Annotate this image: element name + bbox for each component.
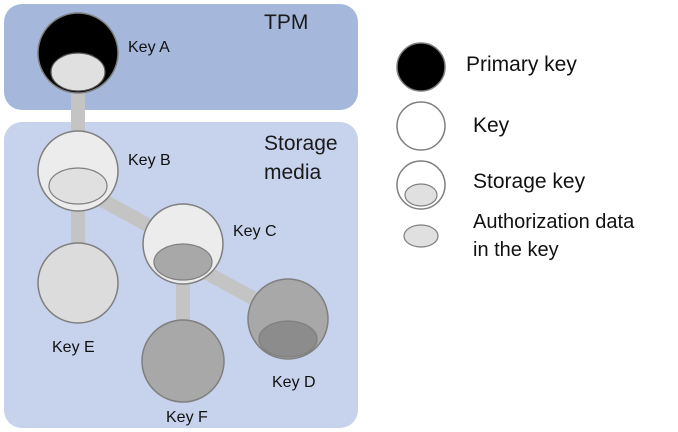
legend-authorization-data-icon [403,224,439,248]
legend-primary-key-icon [396,42,446,92]
key-b-authorization-data [48,167,108,205]
connector-b-c [98,193,157,235]
key-b [37,130,119,212]
key-a [37,12,119,94]
tpm-zone-label: TPM [264,11,308,34]
legend: Primary key Key Storage key Authorizatio… [396,42,635,261]
key-c-authorization-data [153,243,213,281]
legend-authorization-data-label-line2: in the key [473,239,559,261]
key-a-label: Key A [128,39,170,56]
key-b-label: Key B [128,152,171,169]
key-e-circle [37,242,119,324]
legend-storage-key-auth-icon [404,183,438,207]
storage-zone-label-line2: media [264,161,322,184]
key-c-label: Key C [233,223,277,240]
legend-key-label: Key [473,114,510,137]
legend-authorization-data-label-line1: Authorization data [473,211,635,233]
legend-key-icon [396,101,446,151]
connector-c-d [201,265,264,309]
key-f-label: Key F [166,409,208,426]
storage-zone-label-line1: Storage [264,132,338,155]
key-a-authorization-data [50,52,106,92]
legend-storage-key-label: Storage key [473,170,586,193]
key-e [37,242,119,324]
key-d-label: Key D [272,374,316,391]
key-e-label: Key E [52,339,95,356]
key-f [141,319,225,403]
legend-primary-key-label: Primary key [466,53,577,76]
key-d [247,278,329,360]
key-d-authorization-data [258,320,318,358]
key-c [142,203,224,285]
key-f-circle [141,319,225,403]
